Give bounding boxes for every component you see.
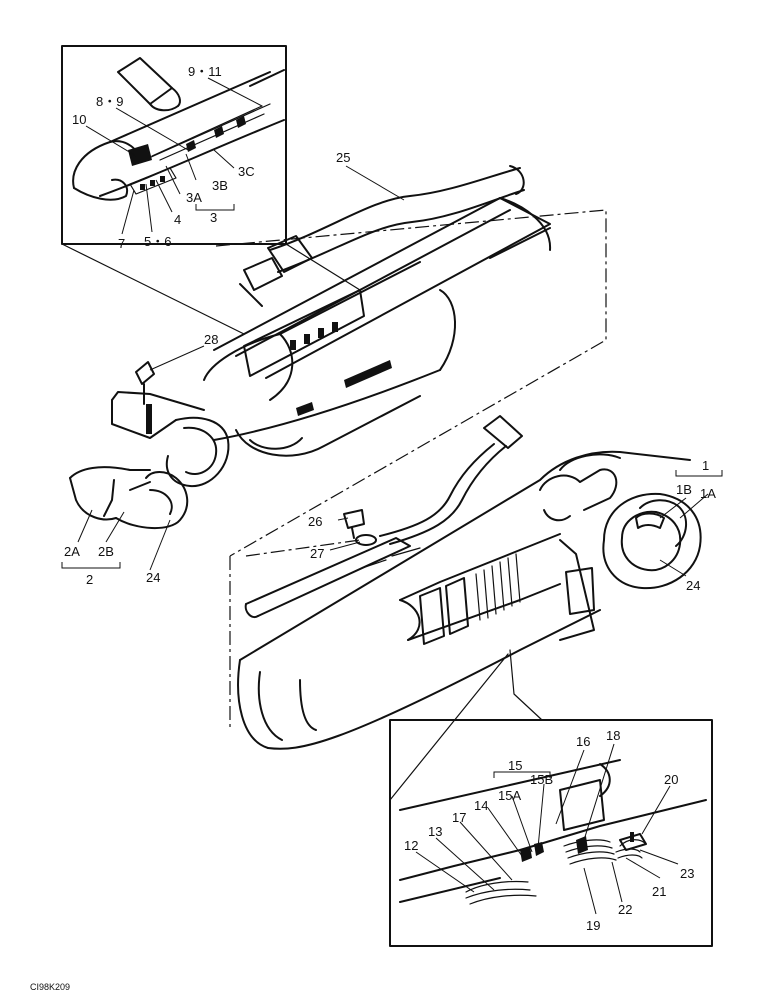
callout-24-left: 24 — [146, 570, 160, 585]
callout-labels: 9・11 8・9 10 3C 3B 3A 3 4 5・6 7 25 28 1 1… — [64, 64, 716, 933]
callout-3: 3 — [210, 210, 217, 225]
callout-2A: 2A — [64, 544, 80, 559]
callout-1B: 1B — [676, 482, 692, 497]
assembly-center-lines — [215, 209, 607, 730]
callout-12: 12 — [404, 838, 418, 853]
inset-bottom-leaders — [415, 743, 679, 915]
callout-28: 28 — [204, 332, 218, 347]
callout-1A: 1A — [700, 486, 716, 501]
callout-24-right: 24 — [686, 578, 700, 593]
callout-5-6: 5・6 — [144, 234, 171, 249]
callout-17: 17 — [452, 810, 466, 825]
callout-10: 10 — [72, 112, 86, 127]
callout-8-9: 8・9 — [96, 94, 123, 109]
inset-rod-seal-detail — [61, 45, 287, 245]
callout-23: 23 — [680, 866, 694, 881]
piston-rod-assembly — [69, 165, 552, 530]
callout-22: 22 — [618, 902, 632, 917]
callout-15A: 15A — [498, 788, 521, 803]
drawing-code: CI98K209 — [30, 982, 70, 992]
callout-15B: 15B — [530, 772, 553, 787]
callout-16: 16 — [576, 734, 590, 749]
callout-13: 13 — [428, 824, 442, 839]
callout-19: 19 — [586, 918, 600, 933]
callout-18: 18 — [606, 728, 620, 743]
callout-14: 14 — [474, 798, 488, 813]
callout-26: 26 — [308, 514, 322, 529]
main-leaders — [61, 165, 723, 577]
callout-20: 20 — [664, 772, 678, 787]
callout-3C: 3C — [238, 164, 255, 179]
cylinder-tube-assembly — [237, 415, 702, 750]
callout-25: 25 — [336, 150, 350, 165]
callout-9-11: 9・11 — [188, 64, 222, 79]
inset-leader-lines — [61, 77, 361, 335]
callout-2B: 2B — [98, 544, 114, 559]
callout-3B: 3B — [212, 178, 228, 193]
callout-7: 7 — [118, 236, 125, 251]
callout-4: 4 — [174, 212, 181, 227]
callout-2: 2 — [86, 572, 93, 587]
inset-piston-seal-detail — [389, 719, 713, 947]
callout-15: 15 — [508, 758, 522, 773]
callout-1: 1 — [702, 458, 709, 473]
callout-3A: 3A — [186, 190, 202, 205]
callout-21: 21 — [652, 884, 666, 899]
callout-27: 27 — [310, 546, 324, 561]
